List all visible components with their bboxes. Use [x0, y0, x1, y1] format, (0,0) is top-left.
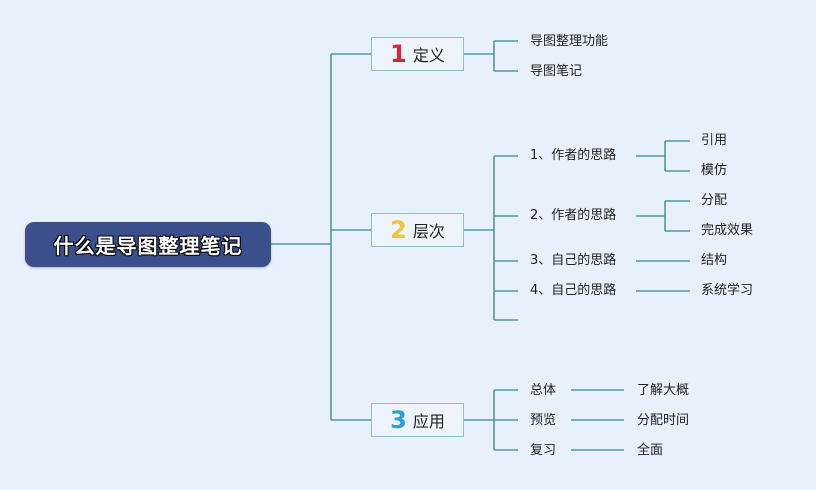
leaf-node[interactable]: 导图整理功能: [530, 34, 609, 49]
root-title: 什么是导图整理笔记: [53, 234, 243, 258]
branch-node-definition[interactable]: 1 定义: [371, 37, 464, 71]
sub-node[interactable]: 总体: [530, 383, 557, 398]
leaf-node[interactable]: 全面: [637, 443, 664, 458]
leaf-node[interactable]: 导图笔记: [530, 64, 583, 79]
leaf-node[interactable]: 结构: [701, 253, 728, 268]
root-node[interactable]: 什么是导图整理笔记: [25, 222, 271, 267]
leaf-node[interactable]: 系统学习: [701, 283, 754, 298]
leaf-node[interactable]: 引用: [701, 133, 728, 148]
leaf-node[interactable]: 分配时间: [637, 413, 690, 428]
sub-node[interactable]: 复习: [530, 443, 557, 458]
number-3-icon: 3: [390, 406, 407, 434]
sub-node[interactable]: 预览: [530, 413, 557, 428]
branch-label: 层次: [412, 222, 445, 241]
leaf-node[interactable]: 了解大概: [637, 383, 690, 398]
sub-node[interactable]: 1、作者的思路: [530, 148, 617, 163]
leaf-node[interactable]: 完成效果: [701, 223, 754, 238]
leaf-node[interactable]: 模仿: [701, 163, 728, 178]
number-2-icon: 2: [390, 216, 407, 244]
branch-label: 定义: [412, 46, 445, 65]
sub-node[interactable]: 3、自己的思路: [530, 253, 617, 268]
sub-node[interactable]: 4、自己的思路: [530, 283, 617, 298]
branch-node-application[interactable]: 3 应用: [371, 403, 464, 437]
leaf-node[interactable]: 分配: [701, 193, 728, 208]
branch-label: 应用: [412, 412, 445, 431]
sub-node[interactable]: 2、作者的思路: [530, 208, 617, 223]
number-1-icon: 1: [390, 40, 407, 68]
branch-node-levels[interactable]: 2 层次: [371, 213, 464, 247]
